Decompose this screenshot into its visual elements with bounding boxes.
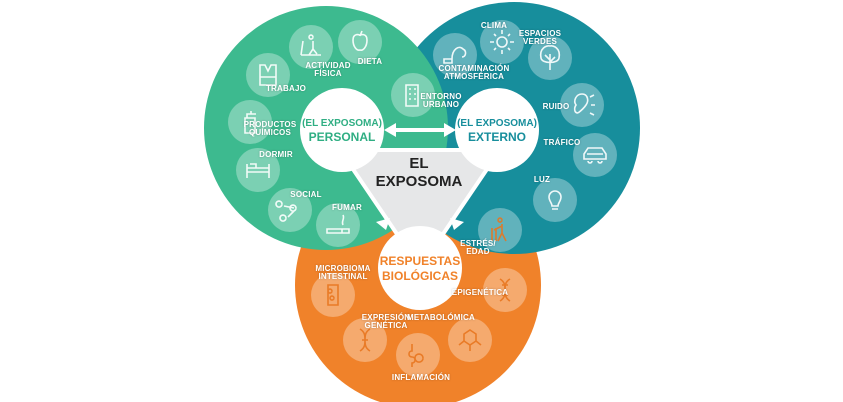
center-title-line2: EXPOSOMA xyxy=(375,173,463,190)
cigarette-icon xyxy=(326,214,350,234)
externo-item-label: TRÁFICO xyxy=(543,138,581,147)
network-icon xyxy=(275,200,297,222)
building-icon xyxy=(405,84,419,107)
dna-icon xyxy=(499,278,511,302)
biologicas-item-label: INFLAMACIÓN xyxy=(391,373,451,382)
arrow-head-to-biologicas-left xyxy=(376,218,390,230)
externo-hub-line1: (EL EXPOSOMA) xyxy=(457,118,537,129)
car-icon xyxy=(583,147,607,164)
externo-hub-label: (EL EXPOSOMA) EXTERNO xyxy=(457,117,537,145)
ear-icon xyxy=(573,93,595,116)
apple-icon xyxy=(352,30,368,51)
sun-icon xyxy=(490,30,514,54)
personal-item-circle xyxy=(338,20,382,64)
externo-item-circle xyxy=(433,33,477,77)
biologicas-hub-label: RESPUESTAS BIOLÓGICAS xyxy=(380,254,460,284)
externo-item-circle xyxy=(560,83,604,127)
lightbulb-icon xyxy=(548,190,562,210)
personal-item-circle xyxy=(246,53,290,97)
personal-item-label: SOCIAL xyxy=(290,190,322,199)
center-title-line1: EL xyxy=(409,155,429,172)
spray-bottle-icon xyxy=(244,111,256,134)
biologicas-item-label: ESTRÉS/EDAD xyxy=(460,239,496,256)
personal-item-circle xyxy=(289,25,333,69)
personal-hub-line1: (EL EXPOSOMA) xyxy=(302,118,382,129)
externo-item-circle xyxy=(480,20,524,64)
externo-item-circle xyxy=(573,133,617,177)
biologicas-item-circle xyxy=(478,208,522,252)
personal-hub-label: (EL EXPOSOMA) PERSONAL xyxy=(302,117,382,145)
biologicas-item-label: METABOLÓMICA xyxy=(406,313,476,322)
personal-item-circle xyxy=(316,203,360,247)
biologicas-hub-line1: RESPUESTAS xyxy=(379,254,461,268)
biologicas-item-circle xyxy=(448,318,492,362)
elderly-walker-icon xyxy=(491,217,507,242)
intestine-icon xyxy=(408,344,424,367)
personal-item-circle xyxy=(236,148,280,192)
center-title: EL EXPOSOMA xyxy=(376,155,463,191)
personal-item-label: TRABAJO xyxy=(265,84,307,93)
biologicas-hub-line2: BIOLÓGICAS xyxy=(381,269,458,283)
externo-item-circle xyxy=(533,178,577,222)
vest-icon xyxy=(259,64,277,86)
externo-item-label: LUZ xyxy=(533,175,551,184)
biologicas-item-circle xyxy=(396,333,440,377)
personal-item-label: DORMIR xyxy=(259,150,293,159)
smoke-icon xyxy=(443,46,467,64)
arrow-head-left xyxy=(384,123,396,137)
externo-item-circle xyxy=(391,73,435,117)
personal-item-label: FUMAR xyxy=(332,203,362,212)
arrow-head-right xyxy=(444,123,456,137)
molecule-icon xyxy=(458,329,482,351)
dna-helix-icon xyxy=(359,328,371,352)
externo-hub xyxy=(455,88,539,172)
arrow-head-to-biologicas-right xyxy=(450,218,464,230)
personal-item-circle xyxy=(228,100,272,144)
biologicas-hub xyxy=(378,226,462,310)
tree-icon xyxy=(539,45,561,70)
personal-item-label: DIETA xyxy=(357,57,383,66)
personal-hub-line2: PERSONAL xyxy=(308,130,376,144)
bed-icon xyxy=(246,163,270,178)
personal-hub xyxy=(300,88,384,172)
externo-item-label: RUIDO xyxy=(542,102,570,111)
externo-item-label: CLIMA xyxy=(480,21,508,30)
externo-hub-line2: EXTERNO xyxy=(467,130,527,144)
biologicas-item-label: EPIGENÉTICA xyxy=(451,288,509,297)
treadmill-icon xyxy=(300,34,321,56)
center-triangle xyxy=(336,148,504,272)
biologicas-item-circle xyxy=(311,273,355,317)
bacteria-icon xyxy=(327,284,339,306)
